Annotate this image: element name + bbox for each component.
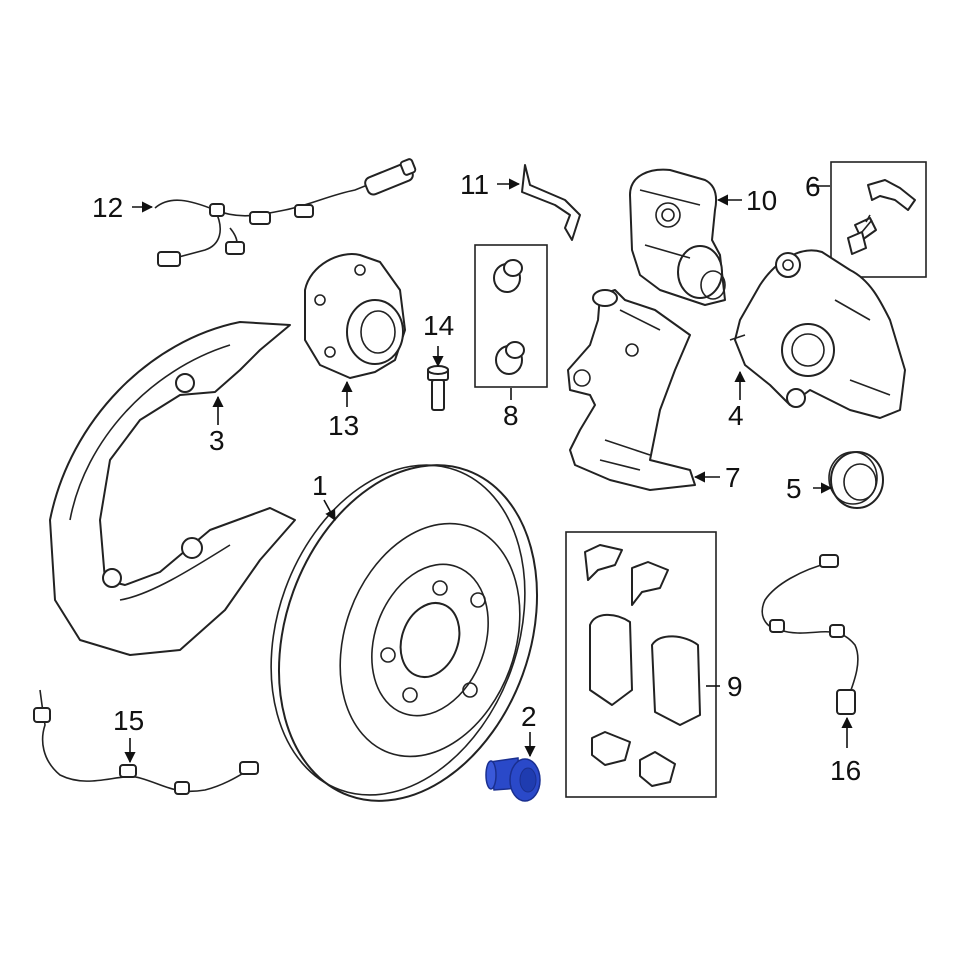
- callout-1: 1: [312, 470, 328, 501]
- callout-labels: 1 2 3 4 5 6 7 8 9 10 11 12 13 14 15 16: [92, 169, 861, 786]
- part-6-bleeder-kit[interactable]: [830, 161, 927, 278]
- callout-8: 8: [503, 400, 519, 431]
- callout-12: 12: [92, 192, 123, 223]
- callout-13: 13: [328, 410, 359, 441]
- part-15-sensor-cable[interactable]: [33, 689, 259, 795]
- callout-14: 14: [423, 310, 454, 341]
- part-9-brake-pad-set[interactable]: [565, 531, 717, 798]
- part-1-brake-rotor[interactable]: [227, 429, 582, 838]
- part-5-seal-ring[interactable]: [828, 451, 884, 509]
- callout-9: 9: [727, 671, 743, 702]
- part-12-sensor-harness[interactable]: [154, 158, 417, 267]
- leader-lines: [124, 178, 853, 764]
- callout-5: 5: [786, 473, 802, 504]
- callout-4: 4: [728, 400, 744, 431]
- part-11-spring-clip[interactable]: [521, 164, 581, 241]
- callout-11: 11: [460, 169, 489, 200]
- part-7-caliper-bracket[interactable]: [567, 289, 696, 491]
- callout-15: 15: [113, 705, 144, 736]
- part-14-bolt[interactable]: [427, 365, 449, 411]
- part-2-rotor-screw[interactable]: [485, 757, 541, 802]
- part-3-dust-shield[interactable]: [49, 321, 296, 656]
- callout-16: 16: [830, 755, 861, 786]
- part-10-actuator-motor[interactable]: [629, 168, 726, 306]
- part-13-hub-bearing[interactable]: [304, 253, 406, 379]
- callout-2: 2: [521, 701, 537, 732]
- callout-10: 10: [746, 185, 777, 216]
- callout-6: 6: [805, 171, 821, 202]
- part-8-bushing-kit[interactable]: [474, 244, 548, 388]
- callout-7: 7: [725, 462, 741, 493]
- callout-3: 3: [209, 425, 225, 456]
- part-4-caliper-housing[interactable]: [729, 249, 906, 419]
- part-16-sensor-cable[interactable]: [761, 554, 859, 715]
